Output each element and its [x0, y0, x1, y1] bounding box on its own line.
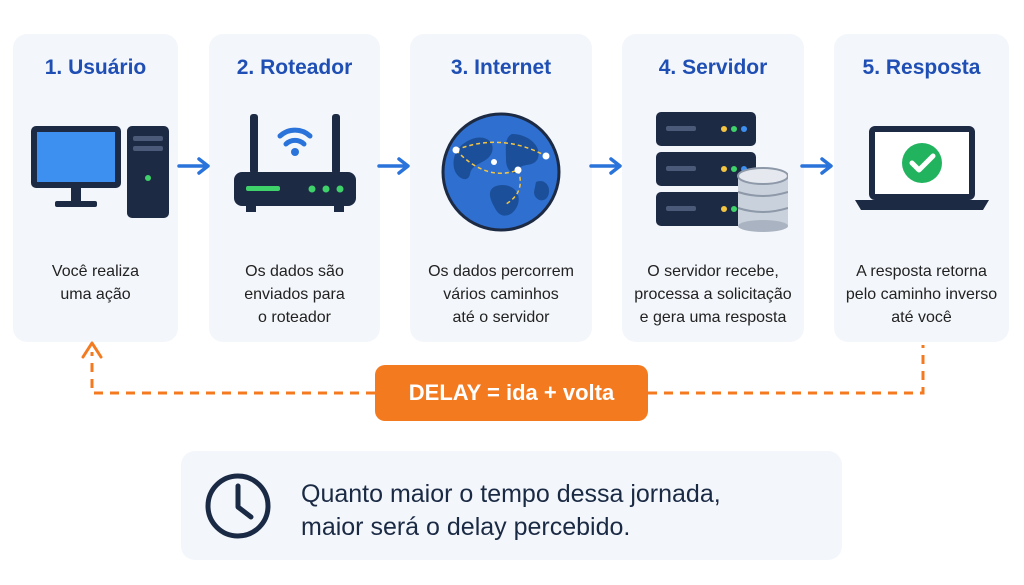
wifi-router-icon [209, 112, 380, 232]
step-description: O servidor recebe, processa a solicitaçã… [628, 260, 798, 329]
note-line: maior será o delay percebido. [301, 513, 631, 541]
desc-line: Os dados percorrem [428, 263, 574, 280]
arrow-right-icon [177, 157, 210, 175]
step-description: Os dados percorrem vários caminhos até o… [416, 260, 586, 329]
step-title: 2. Roteador [236, 56, 353, 79]
step-description: Os dados são enviados para o roteador [215, 260, 374, 329]
desktop-computer-icon [13, 112, 178, 232]
delay-badge: DELAY = ida + volta [375, 365, 648, 421]
arrow-right-icon [377, 157, 410, 175]
desc-line: e gera uma resposta [639, 309, 787, 326]
note-line: Quanto maior o tempo dessa jornada, [301, 480, 721, 508]
step-card-internet: 3. Internet Os dados percorrem vários ca… [410, 34, 592, 342]
step-card-servidor: 4. Servidor O servidor recebe, processa … [622, 34, 804, 342]
desc-line: até o servidor [452, 309, 550, 326]
step-title: 5. Resposta [862, 56, 981, 79]
desc-line: Os dados são [245, 263, 344, 280]
desc-line: até você [891, 309, 952, 326]
desc-line: A resposta retorna [856, 263, 987, 280]
delay-note: Quanto maior o tempo dessa jornada, maio… [181, 451, 842, 560]
desc-line: uma ação [60, 286, 131, 303]
step-card-resposta: 5. Resposta A resposta retorna pelo cami… [834, 34, 1009, 342]
desc-line: processa a solicitação [634, 286, 792, 303]
arrow-right-icon [800, 157, 833, 175]
server-database-icon [622, 112, 804, 232]
desc-line: O servidor recebe, [647, 263, 779, 280]
arrow-right-icon [589, 157, 622, 175]
step-title: 4. Servidor [658, 56, 768, 79]
step-title: 3. Internet [450, 56, 552, 79]
desc-line: pelo caminho inverso [845, 286, 998, 303]
globe-icon [410, 112, 592, 232]
step-card-usuario: 1. Usuário Você realiza uma ação [13, 34, 178, 342]
desc-line: Você realiza [51, 263, 140, 280]
step-title: 1. Usuário [44, 56, 147, 79]
step-description: Você realiza uma ação [19, 260, 172, 306]
desc-line: enviados para [244, 286, 345, 303]
note-text: Quanto maior o tempo dessa jornada, maio… [301, 478, 721, 544]
step-card-roteador: 2. Roteador Os dados são enviados para o… [209, 34, 380, 342]
desc-line: o roteador [258, 309, 331, 326]
step-description: A resposta retorna pelo caminho inverso … [840, 260, 1003, 329]
laptop-check-icon [834, 112, 1009, 232]
clock-icon [205, 473, 271, 539]
desc-line: vários caminhos [443, 286, 559, 303]
return-path-arrow [81, 341, 925, 395]
